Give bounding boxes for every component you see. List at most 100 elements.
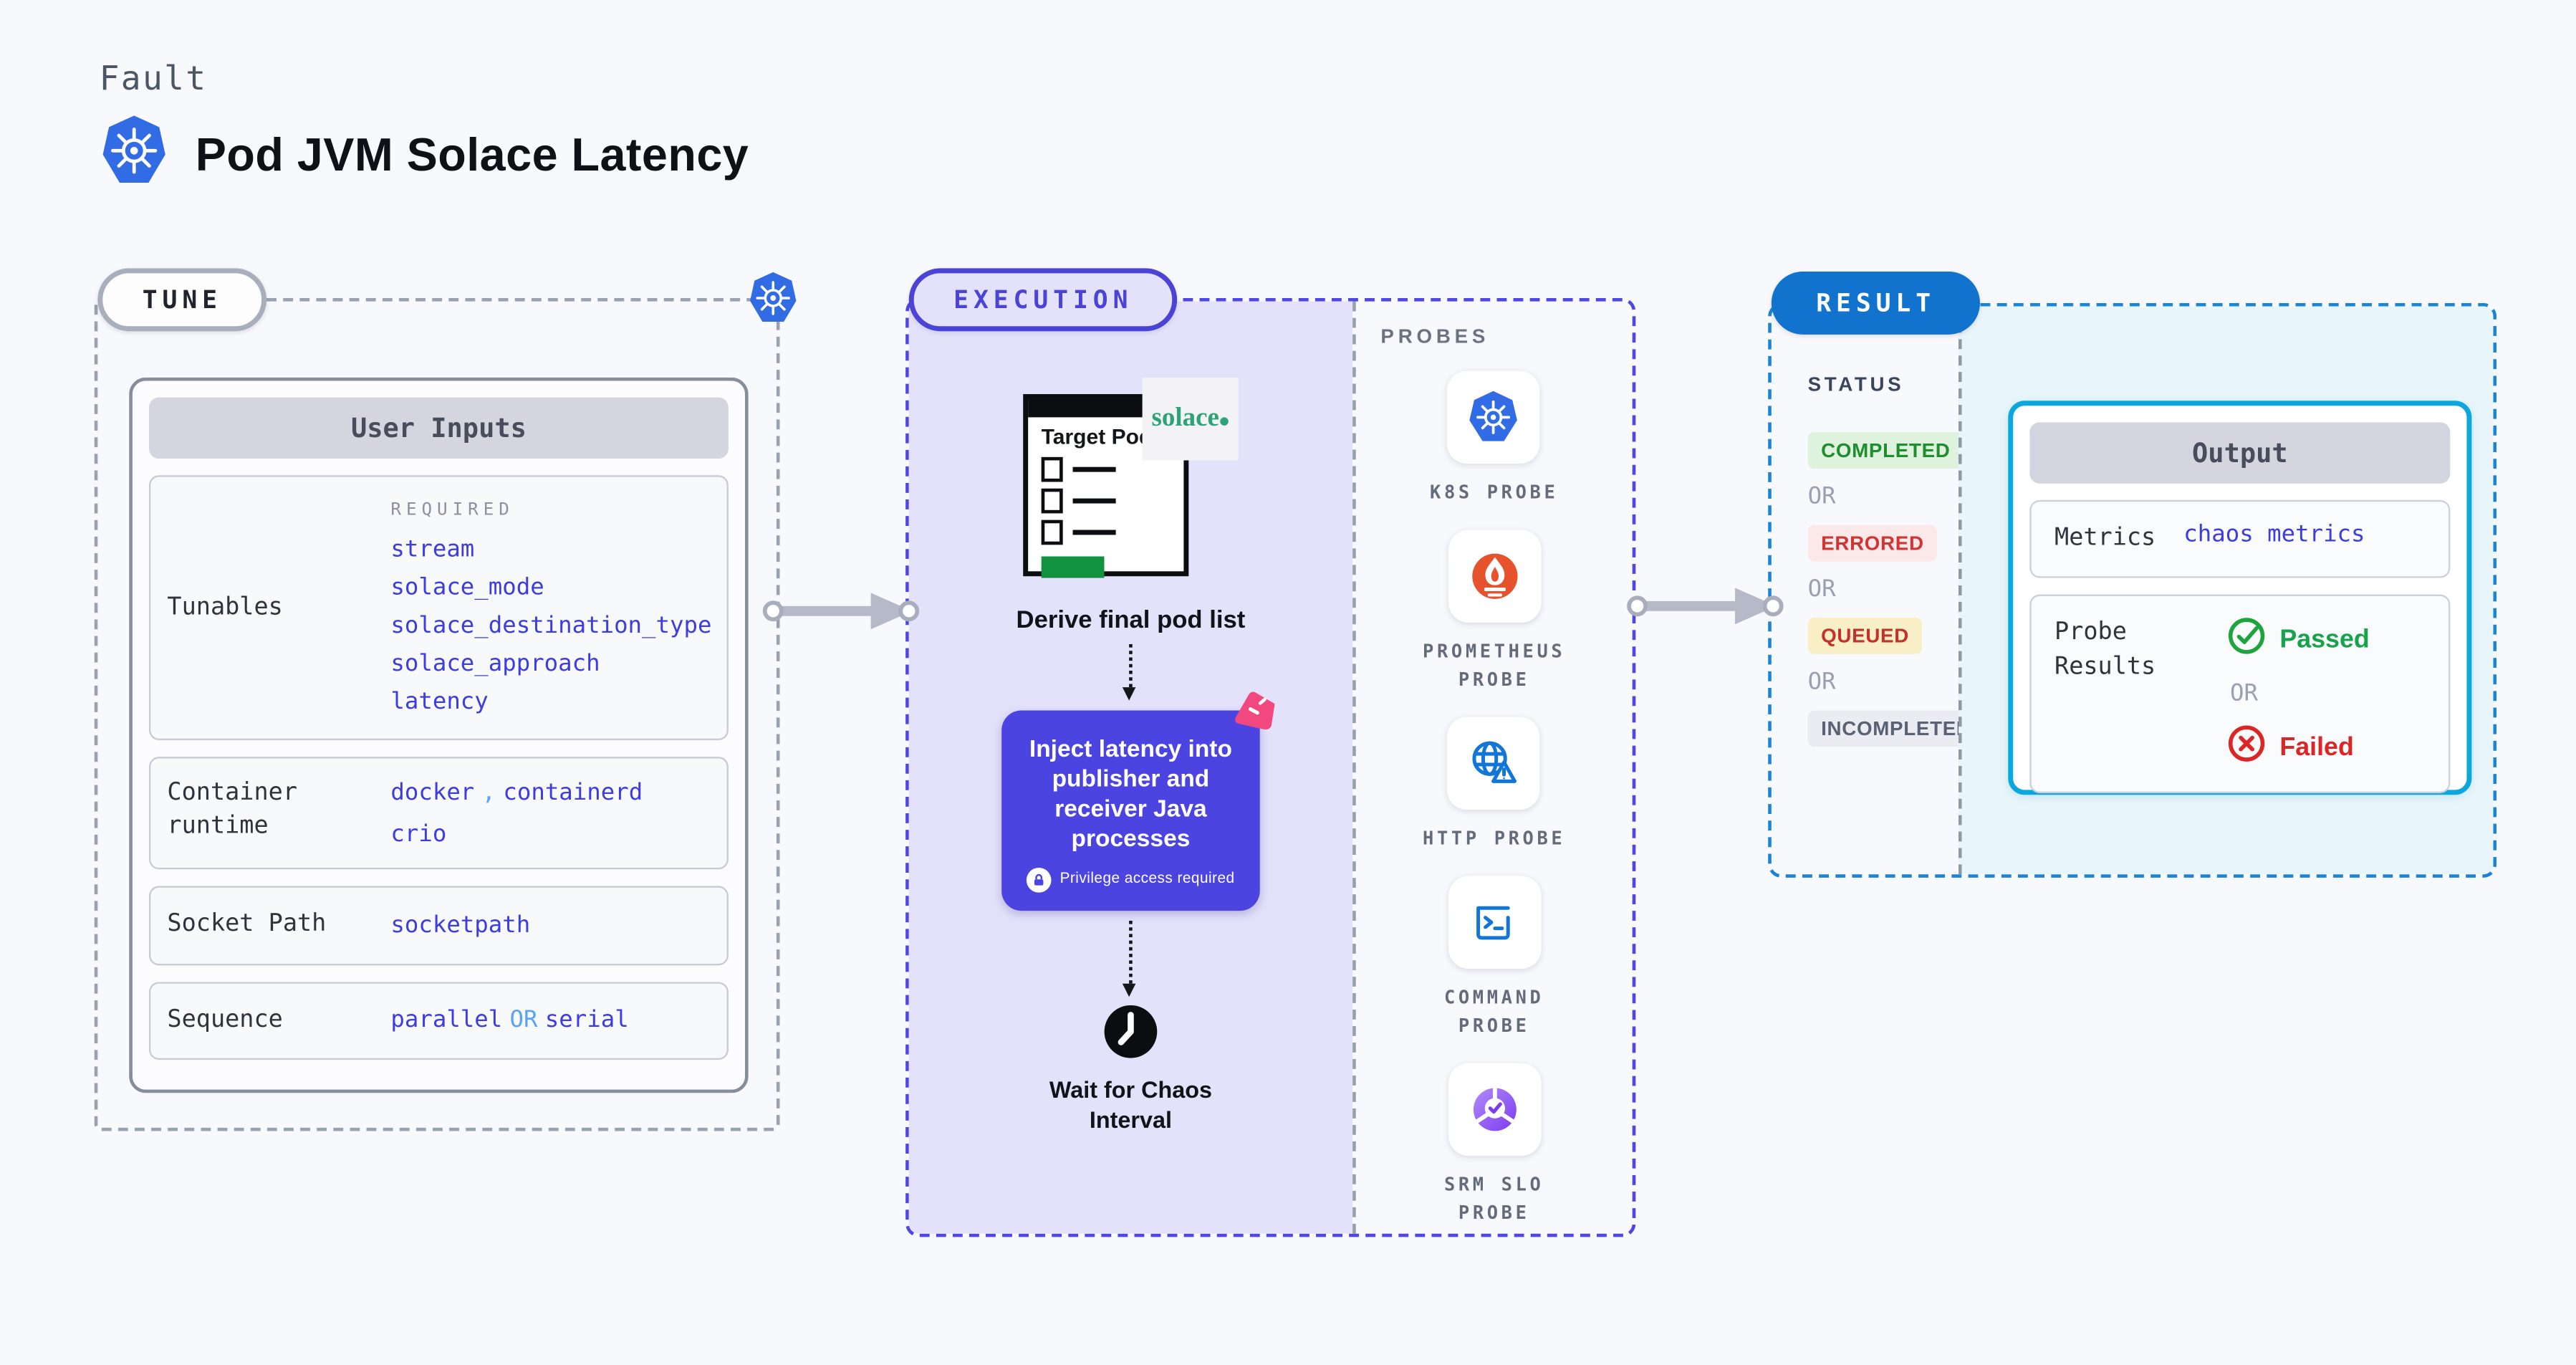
status-badge-errored: ERRORED [1807,525,1938,562]
runtime-comma: , [481,780,496,807]
execution-section: Target Pods solace Derive final pod list… [905,297,1636,1237]
tunables-label: Tunables [167,594,283,621]
tune-badge: TUNE [97,268,267,332]
list-line [1072,467,1116,471]
status-column: STATUS COMPLETED OR ERRORED OR QUEUED OR… [1772,307,1985,875]
sequence-or: OR [509,1007,538,1034]
target-pods-figure: Target Pods solace [1023,377,1239,580]
output-card: Output Metrics chaos metrics Probe Resul… [2008,401,2472,795]
inject-latency-step: Inject latency into publisher and receiv… [1001,691,1275,910]
tunable-link-stream[interactable]: stream [390,536,475,563]
status-or: OR [1807,483,1836,510]
probe-item-srm-slo: SRM SLO PROBE [1401,1063,1587,1227]
user-inputs-card: User Inputs Tunables REQUIRED stream sol… [129,377,749,1093]
wait-chaos-interval-label: Wait for Chaos Interval [1049,1076,1212,1133]
failed-label: Failed [2279,732,2354,761]
output-panel: Output Metrics chaos metrics Probe Resul… [1958,306,2494,875]
chaos-metrics-link[interactable]: chaos metrics [2183,521,2365,548]
derive-pod-list-label: Derive final pod list [1016,605,1246,635]
tune-section [94,297,780,1131]
checkbox-icon [1041,456,1063,482]
status-header: STATUS [1807,372,1905,396]
tunable-link-latency[interactable]: latency [390,689,489,716]
flow-arrow-down-icon [1122,643,1136,701]
passed-line: Passed [2226,616,2425,664]
status-badge-completed: COMPLETED [1807,432,1964,469]
kubernetes-icon [745,270,802,335]
probe-item-k8s: K8S PROBE [1430,370,1559,507]
probe-results-or: OR [2229,680,2258,707]
kubernetes-icon [1447,370,1541,464]
runtime-link-crio[interactable]: crio [390,821,447,848]
green-button-shape [1041,556,1105,578]
inject-latency-text: Inject latency into publisher and receiv… [1029,737,1232,854]
checkbox-icon [1041,488,1063,514]
status-badge-incompleted: INCOMPLETED [1807,710,1985,747]
probe-label: K8S PROBE [1430,482,1559,504]
clock-icon [1102,1002,1159,1067]
checkbox-icon [1041,519,1063,545]
probe-label: COMMAND PROBE [1443,987,1544,1038]
probe-results-label: Probe Results [2054,619,2156,681]
probe-item-http: HTTP PROBE [1423,717,1565,853]
sequence-label: Sequence [167,1006,283,1033]
socket-path-row: Socket Path socketpath [148,886,729,965]
prometheus-icon [1448,530,1541,623]
donut-check-icon [1448,1063,1541,1156]
page-title-row: Pod JVM Solace Latency [96,112,749,197]
passed-label: Passed [2279,625,2370,653]
probes-header: PROBES [1380,324,1490,348]
tune-to-execution-arrow [761,593,921,637]
execution-flow: Target Pods solace Derive final pod list… [909,302,1352,1134]
metrics-label: Metrics [2054,525,2156,552]
privilege-label: Privilege access required [1059,870,1235,887]
sequence-link-parallel[interactable]: parallel [390,1007,503,1034]
page-title: Pod JVM Solace Latency [195,128,749,180]
runtime-link-docker[interactable]: docker [390,780,475,807]
metrics-row: Metrics chaos metrics [2029,499,2451,578]
flow-arrow-down-icon [1122,919,1136,997]
tunable-link-solace-destination-type[interactable]: solace_destination_type [390,613,712,640]
probe-item-prometheus: PROMETHEUS PROBE [1401,530,1587,694]
lock-icon [1027,866,1052,892]
probe-results-values: Passed OR Failed [2183,616,2425,772]
status-badges: COMPLETED OR ERRORED OR QUEUED OR INCOMP… [1807,432,1985,747]
x-circle-icon [2226,724,2266,772]
container-runtime-values: docker , containerd crio [390,778,726,848]
sequence-link-serial[interactable]: serial [544,1007,629,1034]
container-runtime-label: Container runtime [167,780,298,839]
runtime-link-containerd[interactable]: containerd [503,780,643,807]
socket-path-link[interactable]: socketpath [390,911,531,939]
status-badge-queued: QUEUED [1807,618,1923,654]
tunable-link-solace-mode[interactable]: solace_mode [390,574,544,601]
user-inputs-header: User Inputs [148,397,729,459]
probe-results-row: Probe Results Passed OR [2029,594,2451,794]
status-or: OR [1807,576,1836,603]
tunables-row: Tunables REQUIRED stream solace_mode sol… [148,475,729,741]
solace-logo: solace [1142,377,1239,461]
required-label: REQUIRED [390,499,514,520]
tunable-link-solace-approach[interactable]: solace_approach [390,651,600,678]
probe-item-command: COMMAND PROBE [1401,876,1587,1040]
pod-list-item [1041,519,1171,545]
terminal-icon [1448,876,1541,969]
status-or: OR [1807,669,1836,696]
fault-kicker: Fault [99,57,208,98]
result-section: STATUS COMPLETED OR ERRORED OR QUEUED OR… [1768,302,2497,878]
probes-panel: PROBES K8S PROBE [1352,301,1633,1234]
socket-path-label: Socket Path [167,911,327,938]
output-header: Output [2029,422,2451,484]
sequence-row: Sequence parallel OR serial [148,981,729,1060]
tunables-values: REQUIRED stream solace_mode solace_desti… [390,500,726,715]
execution-badge: EXECUTION [908,268,1178,332]
pod-list-item [1041,488,1171,514]
failed-line: Failed [2226,724,2425,772]
privilege-row: Privilege access required [1015,866,1247,892]
kubernetes-icon [96,112,172,197]
chaos-icon [1231,691,1276,741]
pod-list-item [1041,456,1171,482]
check-circle-icon [2226,616,2266,664]
globe-warning-icon [1447,717,1541,810]
execution-to-result-arrow [1625,588,1784,632]
result-badge: RESULT [1771,272,1981,335]
